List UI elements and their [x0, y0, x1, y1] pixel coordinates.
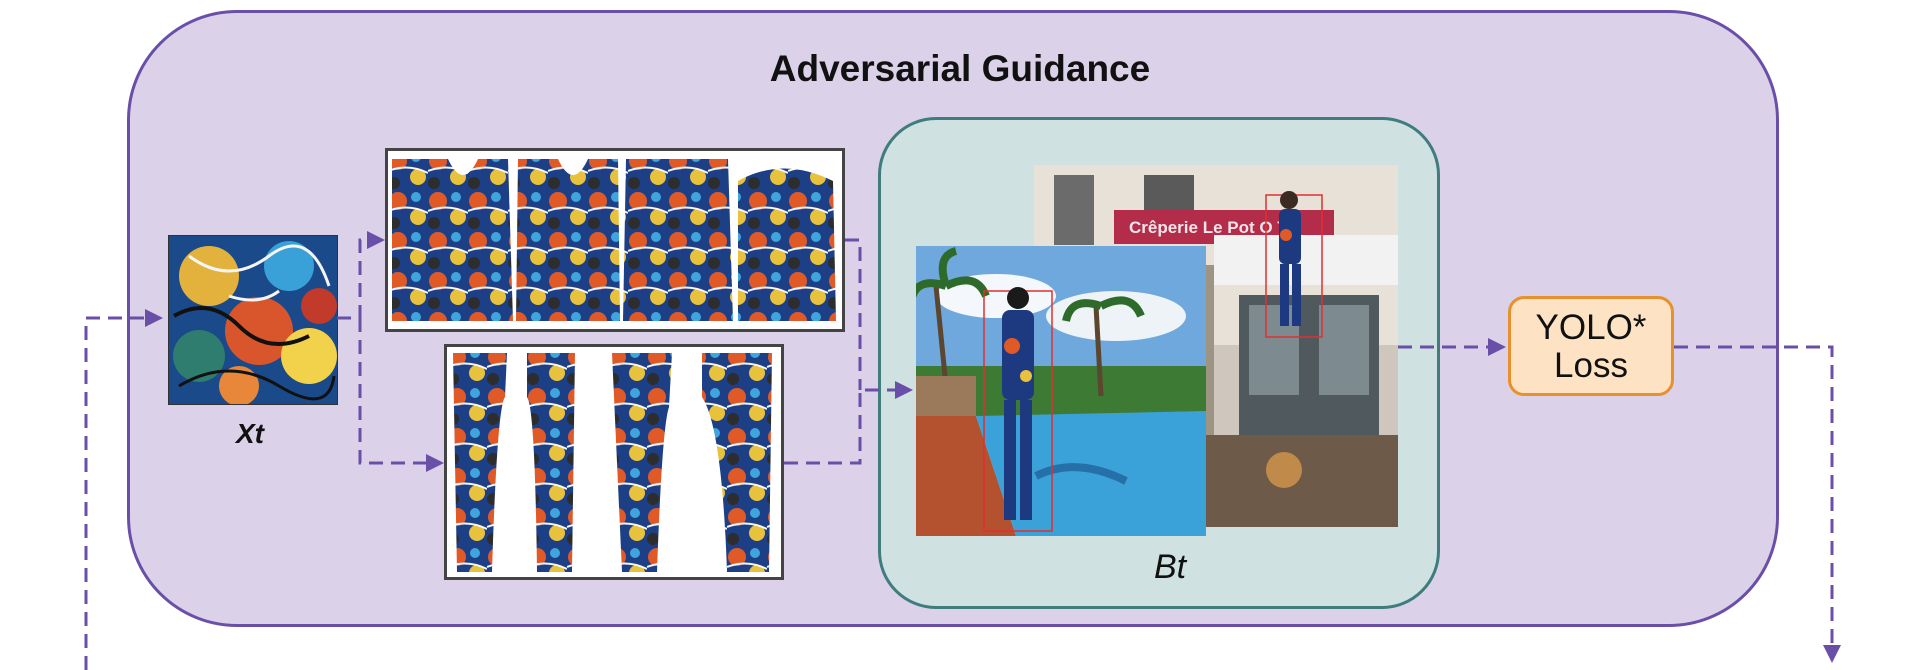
- scene-sign-text: Crêperie Le Pot O T: [1129, 218, 1288, 237]
- shirt-pattern-panel: [385, 148, 845, 332]
- pants-pattern-panel: [444, 344, 784, 580]
- yolo-loss-box: YOLO* Loss: [1508, 296, 1674, 396]
- pool-scene-image: [916, 246, 1206, 536]
- adversarial-texture-image: [168, 235, 338, 405]
- loss-title: YOLO*: [1535, 308, 1647, 347]
- loss-subtitle: Loss: [1554, 346, 1628, 385]
- texture-label: Xt: [236, 418, 264, 449]
- module-title: Adversarial Guidance: [769, 48, 1151, 89]
- render-label: Bt: [1153, 548, 1187, 586]
